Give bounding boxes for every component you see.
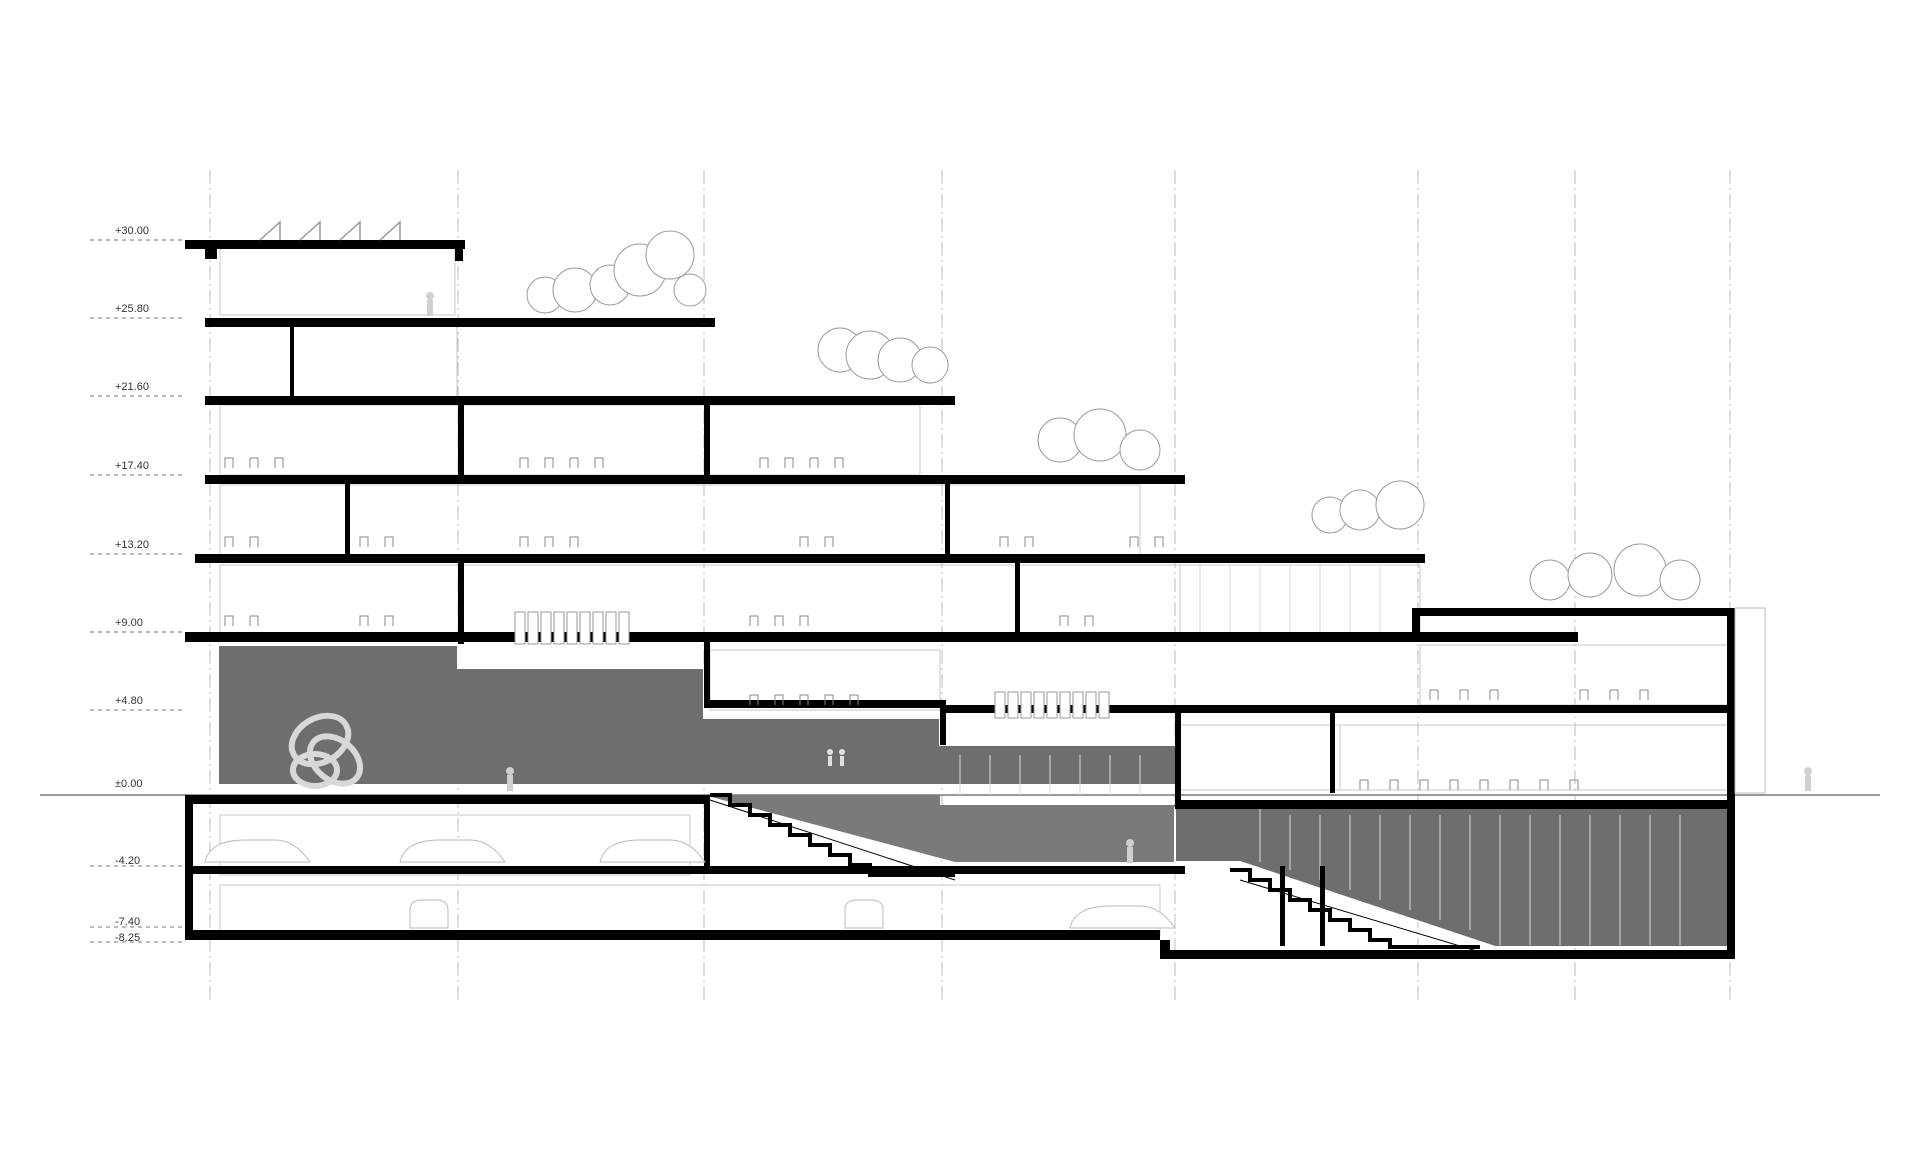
slab-l3 [195, 554, 1425, 563]
slab-b1 [185, 866, 1185, 874]
chair-icon [1359, 779, 1579, 790]
people [426, 292, 1812, 863]
level-label-roof: +30.00 [115, 225, 149, 237]
slab-l6 [205, 318, 715, 327]
wall-right-basement [1727, 808, 1735, 958]
slabs [185, 240, 1735, 959]
car-icon [399, 839, 506, 863]
slab-l2-mid [458, 632, 1578, 642]
level-label-l4: +17.40 [115, 460, 149, 472]
slab-l2-left [185, 632, 460, 642]
atrium-lower [704, 795, 1178, 862]
auditorium-seating [514, 611, 1110, 719]
exterior-screen [1734, 607, 1766, 794]
level-label-b1: -4.20 [115, 855, 140, 867]
person-icon [1126, 839, 1134, 863]
wall-right-upper [1727, 608, 1735, 808]
slab-l1-a [704, 700, 942, 708]
chair-icon [749, 615, 1094, 626]
level-labels: +30.00 +25.80 +21.60 +17.40 +13.20 +9.00… [115, 225, 149, 944]
sculpture-icon [288, 712, 364, 789]
car-icon [599, 839, 706, 863]
chair-icon [224, 536, 394, 547]
slab-b2-left [185, 930, 1160, 940]
tree-icon [817, 327, 949, 384]
level-label-b3: -8.25 [115, 932, 140, 944]
chair-icon [224, 457, 284, 468]
roof-slab [185, 240, 465, 249]
basement-cars [204, 839, 1176, 929]
person-icon [506, 767, 514, 791]
ground-slab-right [1175, 800, 1735, 809]
mullions [959, 565, 1681, 945]
chair-rows [224, 457, 1649, 790]
level-lines [90, 239, 185, 943]
slab-l2-right [1412, 608, 1732, 616]
car-icon [409, 899, 449, 929]
car-icon [844, 899, 884, 929]
chair-icon [999, 536, 1164, 547]
car-icon [204, 839, 311, 863]
chair-icon [759, 457, 844, 468]
chair-icon [1429, 689, 1649, 700]
level-label-l5: +21.60 [115, 381, 149, 393]
person-icon [1804, 767, 1812, 791]
basement-hall [1174, 807, 1729, 948]
level-label-l3: +13.20 [115, 539, 149, 551]
chair-icon [749, 694, 859, 705]
chair-icon [519, 536, 834, 547]
chair-icon [224, 615, 394, 626]
roof-gardens [526, 230, 1701, 601]
wall-left-basement [185, 795, 193, 940]
tree-icon [526, 230, 707, 314]
level-label-l2: +9.00 [115, 617, 143, 629]
person-icon [426, 292, 434, 316]
slab-l4 [205, 475, 1185, 484]
grid-axes [209, 170, 1731, 1000]
level-label-l1: +4.80 [115, 695, 143, 707]
slab-l5 [205, 396, 955, 405]
tree-icon [1037, 408, 1161, 471]
chair-icon [519, 457, 604, 468]
tree-icon [1311, 480, 1425, 534]
ground-slab-left [185, 795, 710, 804]
level-label-l6: +25.80 [115, 303, 149, 315]
level-label-b2: -7.40 [115, 916, 140, 928]
slab-b3 [1160, 950, 1735, 959]
stair-left [710, 793, 955, 877]
restroom-icon [827, 749, 845, 766]
car-icon [1069, 905, 1176, 929]
tree-icon [1529, 543, 1701, 601]
skylights [259, 220, 401, 241]
level-label-ground: ±0.00 [115, 778, 142, 790]
